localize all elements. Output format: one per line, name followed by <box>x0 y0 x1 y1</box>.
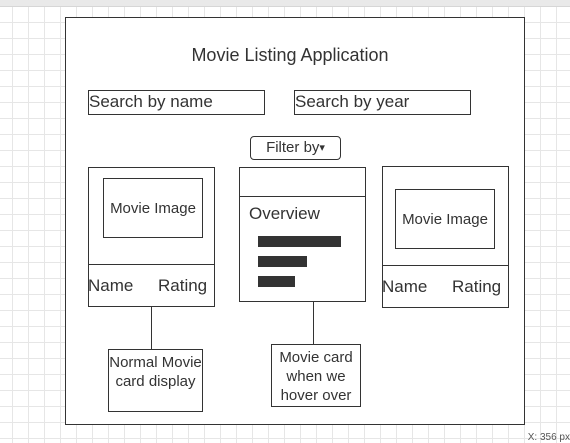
connector-line <box>151 307 152 350</box>
card-rating-label: Rating <box>452 277 502 296</box>
annotation-normal-card: Normal Movie card display <box>108 349 203 412</box>
search-by-name-input[interactable]: Search by name <box>88 90 265 115</box>
card-divider <box>88 264 215 265</box>
chevron-down-icon: ▾ <box>319 142 325 154</box>
card-rating-label: Rating <box>158 276 208 295</box>
canvas-top-strip <box>0 0 570 7</box>
movie-image-placeholder <box>103 178 203 238</box>
search-by-year-input[interactable]: Search by year <box>294 90 471 115</box>
overview-text-line <box>258 256 307 267</box>
card-divider <box>382 265 509 266</box>
connector-line <box>313 302 314 345</box>
movie-image-label: Movie Image <box>402 211 488 228</box>
movie-image-placeholder <box>395 189 495 249</box>
annotation-hover-card: Movie card when we hover over <box>271 344 361 407</box>
overview-text-line <box>258 236 341 247</box>
filter-by-label: Filter by <box>266 139 320 156</box>
card-name-label: Name <box>382 277 428 296</box>
movie-image-label: Movie Image <box>110 200 196 217</box>
card-header-divider <box>239 196 366 197</box>
filter-by-button[interactable]: Filter by▾ <box>250 136 341 160</box>
card-name-label: Name <box>88 276 134 295</box>
overview-heading: Overview <box>249 204 320 223</box>
coordinate-readout: X: 356 px <box>527 432 570 443</box>
overview-text-line <box>258 276 295 287</box>
page-title: Movie Listing Application <box>191 45 389 65</box>
